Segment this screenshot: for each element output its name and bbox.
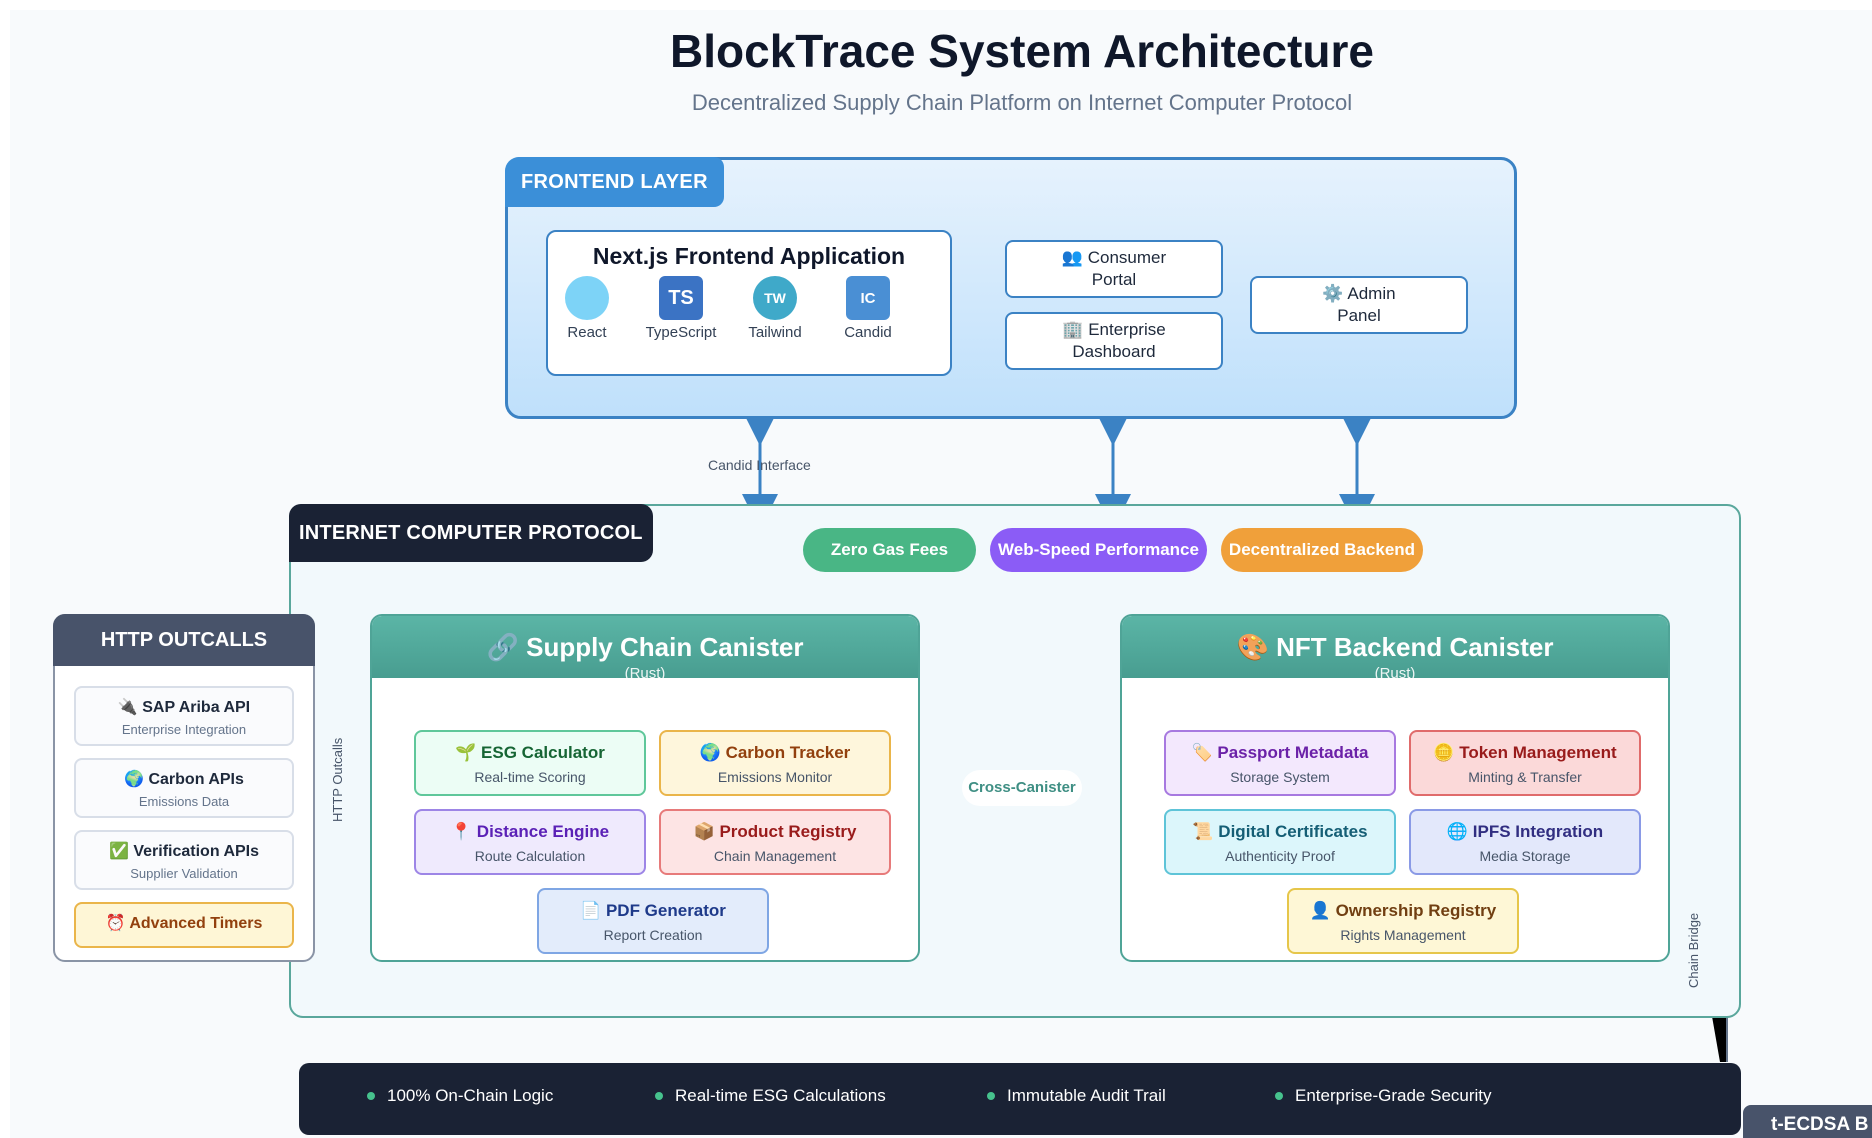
module-subtitle: Route Calculation — [474, 848, 586, 864]
frontend-layer-tag: FRONTEND LAYER — [505, 157, 724, 207]
module-title: 📄 PDF Generator — [580, 901, 726, 920]
tech-label: Tailwind — [748, 324, 802, 341]
feature-esg: Real-time ESG Calculations — [655, 1086, 886, 1106]
module-subtitle: Storage System — [1230, 769, 1330, 785]
page-subtitle: Decentralized Supply Chain Platform on I… — [691, 90, 1353, 115]
tech-label: Candid — [844, 324, 892, 341]
cross-canister-label: Cross-Canister — [962, 770, 1082, 806]
consumer-portal-box: 👥 Consumer Portal — [1005, 240, 1223, 298]
nft-subtitle: (Rust) — [1374, 665, 1416, 682]
module-passport-metadata: 🏷️ Passport Metadata Storage System — [1164, 730, 1396, 796]
http-outcalls-title: HTTP OUTCALLS — [53, 614, 315, 666]
module-title: 🌱 ESG Calculator — [455, 743, 605, 762]
tech-tailwind: TW Tailwind — [730, 276, 820, 341]
feature-label: Enterprise-Grade Security — [1295, 1086, 1492, 1105]
page-title: BlockTrace System Architecture — [670, 25, 1374, 77]
module-pdf-generator: 📄 PDF Generator Report Creation — [537, 888, 769, 954]
module-ipfs-integration: 🌐 IPFS Integration Media Storage — [1409, 809, 1641, 875]
candid-interface-label: Candid Interface — [708, 457, 811, 473]
bullet-dot-icon — [1275, 1092, 1283, 1100]
supply-chain-title: 🔗 Supply Chain Canister — [486, 632, 804, 662]
http-outcalls-connector-label: HTTP Outcalls — [330, 737, 345, 822]
pill-zero-gas-fees: Zero Gas Fees — [803, 528, 976, 572]
nft-header: 🎨 NFT Backend Canister (Rust) — [1122, 616, 1668, 682]
module-esg-calculator: 🌱 ESG Calculator Real-time Scoring — [414, 730, 646, 796]
module-ownership-registry: 👤 Ownership Registry Rights Management — [1287, 888, 1519, 954]
typescript-icon: TS — [659, 276, 703, 320]
admin-panel-label: ⚙️ Admin Panel — [1322, 284, 1396, 325]
candid-icon: IC — [846, 276, 890, 320]
http-item-verification-apis: ✅ Verification APIs Supplier Validation — [74, 830, 294, 890]
feature-on-chain: 100% On-Chain Logic — [367, 1086, 553, 1106]
pill-web-speed: Web-Speed Performance — [990, 528, 1207, 572]
feature-security: Enterprise-Grade Security — [1275, 1086, 1492, 1106]
module-subtitle: Real-time Scoring — [474, 769, 586, 785]
module-title: 🌍 Carbon Tracker — [699, 743, 851, 762]
supply-chain-subtitle: (Rust) — [624, 665, 666, 682]
http-item-subtitle: Emissions Data — [138, 794, 230, 809]
http-item-advanced-timers: ⏰ Advanced Timers — [74, 902, 294, 948]
http-item-subtitle: Enterprise Integration — [121, 722, 247, 737]
module-title: 🏷️ Passport Metadata — [1191, 743, 1369, 762]
nextjs-app-title: Next.js Frontend Application — [592, 243, 906, 269]
module-title: 📍 Distance Engine — [450, 822, 610, 841]
tech-typescript: TS TypeScript — [636, 276, 726, 341]
module-title: 🪙 Token Management — [1433, 743, 1617, 762]
module-token-management: 🪙 Token Management Minting & Transfer — [1409, 730, 1641, 796]
http-item-carbon-apis: 🌍 Carbon APIs Emissions Data — [74, 758, 294, 818]
http-item-title: 🔌 SAP Ariba API — [117, 699, 251, 716]
supply-chain-header: 🔗 Supply Chain Canister (Rust) — [372, 616, 918, 682]
enterprise-dashboard-box: 🏢 Enterprise Dashboard — [1005, 312, 1223, 370]
module-subtitle: Chain Management — [713, 848, 837, 864]
bullet-dot-icon — [367, 1092, 375, 1100]
module-subtitle: Report Creation — [603, 927, 703, 943]
tech-react: React — [542, 276, 632, 341]
module-carbon-tracker: 🌍 Carbon Tracker Emissions Monitor — [659, 730, 891, 796]
tailwind-icon: TW — [753, 276, 797, 320]
chain-bridge-label: Chain Bridge — [1686, 912, 1701, 988]
feature-audit-trail: Immutable Audit Trail — [987, 1086, 1166, 1106]
feature-label: Immutable Audit Trail — [1007, 1086, 1166, 1105]
module-distance-engine: 📍 Distance Engine Route Calculation — [414, 809, 646, 875]
http-item-title: ✅ Verification APIs — [108, 843, 260, 860]
module-product-registry: 📦 Product Registry Chain Management — [659, 809, 891, 875]
module-subtitle: Emissions Monitor — [717, 769, 833, 785]
module-title: 📜 Digital Certificates — [1192, 822, 1368, 841]
module-subtitle: Rights Management — [1340, 927, 1466, 943]
tech-label: React — [567, 324, 607, 341]
http-item-sap-ariba: 🔌 SAP Ariba API Enterprise Integration — [74, 686, 294, 746]
module-subtitle: Authenticity Proof — [1225, 848, 1335, 864]
feature-label: Real-time ESG Calculations — [675, 1086, 886, 1105]
consumer-portal-label: 👥 Consumer Portal — [1061, 248, 1167, 289]
enterprise-dashboard-label: 🏢 Enterprise Dashboard — [1062, 320, 1166, 361]
icp-layer-tag: INTERNET COMPUTER PROTOCOL — [289, 504, 653, 562]
features-bar — [299, 1063, 1741, 1135]
react-icon — [565, 276, 609, 320]
tech-label: TypeScript — [645, 324, 717, 341]
module-title: 🌐 IPFS Integration — [1446, 822, 1604, 841]
http-item-subtitle: Supplier Validation — [130, 866, 238, 881]
nft-title: 🎨 NFT Backend Canister — [1236, 632, 1554, 662]
bullet-dot-icon — [987, 1092, 995, 1100]
tech-candid: IC Candid — [823, 276, 913, 341]
http-item-title: ⏰ Advanced Timers — [105, 915, 263, 932]
module-digital-certificates: 📜 Digital Certificates Authenticity Proo… — [1164, 809, 1396, 875]
feature-label: 100% On-Chain Logic — [387, 1086, 554, 1105]
pill-decentralized-backend: Decentralized Backend — [1221, 528, 1423, 572]
module-subtitle: Media Storage — [1479, 848, 1571, 864]
t-ecdsa-tag: t-ECDSA B — [1743, 1105, 1872, 1138]
bullet-dot-icon — [655, 1092, 663, 1100]
http-item-title: 🌍 Carbon APIs — [124, 771, 244, 788]
module-title: 👤 Ownership Registry — [1309, 901, 1497, 920]
module-subtitle: Minting & Transfer — [1468, 769, 1582, 785]
module-title: 📦 Product Registry — [693, 822, 857, 841]
admin-panel-box: ⚙️ Admin Panel — [1250, 276, 1468, 334]
